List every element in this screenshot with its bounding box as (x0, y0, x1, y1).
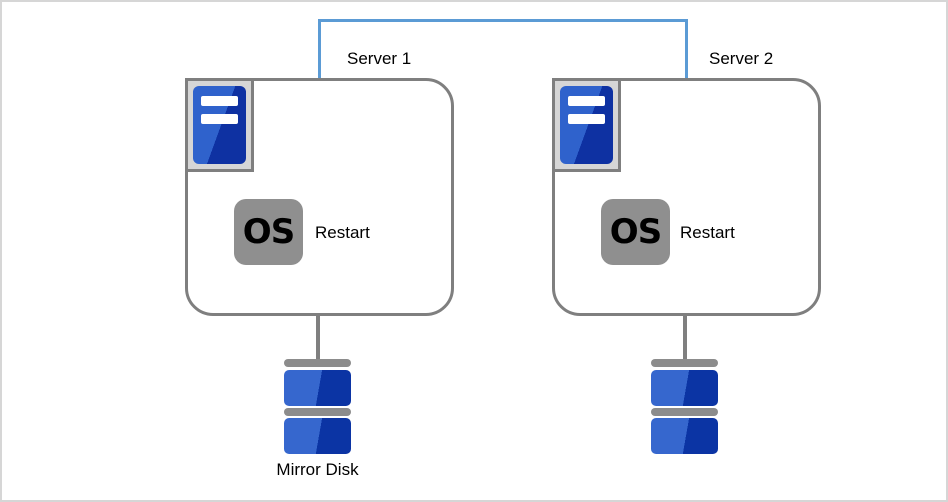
interconnect-link (318, 19, 688, 79)
server2-label: Server 2 (709, 49, 774, 68)
server-tower-icon (193, 86, 246, 164)
disk-platter (651, 370, 718, 406)
disk-cap-bar (651, 408, 718, 416)
server1-label: Server 1 (347, 49, 412, 68)
server1-disk-connector (316, 316, 320, 360)
server2-restart-label: Restart (680, 223, 735, 242)
server2-icon-frame (552, 78, 621, 172)
os-icon: OS (234, 199, 303, 265)
tower-slot-bar (201, 96, 238, 106)
server1-icon-frame (185, 78, 254, 172)
disk-platter (651, 418, 718, 454)
tower-slot-bar (568, 114, 605, 124)
server2-disk-connector (683, 316, 687, 360)
server-tower-icon (560, 86, 613, 164)
server1-restart-label: Restart (315, 223, 370, 242)
disk-cap-bar (651, 359, 718, 367)
disk-platter (284, 418, 351, 454)
mirror-disk-icon (284, 359, 351, 454)
disk-cap-bar (284, 408, 351, 416)
os-icon: OS (601, 199, 670, 265)
tower-slot-bar (201, 114, 238, 124)
mirror-disk-label: Mirror Disk (276, 460, 359, 479)
disk-platter (284, 370, 351, 406)
disk-cap-bar (284, 359, 351, 367)
tower-slot-bar (568, 96, 605, 106)
mirror-disk-icon (651, 359, 718, 454)
